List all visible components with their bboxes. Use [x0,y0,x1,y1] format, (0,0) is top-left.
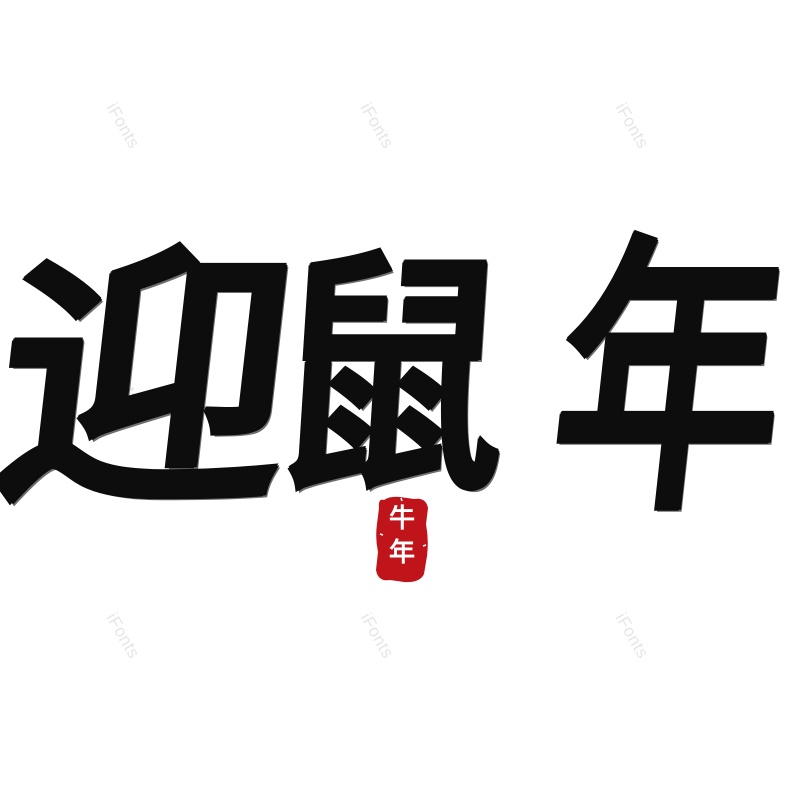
calligraphy-char-ying: 迎 [0,221,309,539]
seal-char: 牛 [388,504,415,534]
seal-shape [376,496,428,583]
calligraphy-char-nian: 年 [538,210,800,550]
red-seal-stamp: 牛 年 [374,494,430,584]
seal-char: 年 [388,538,415,568]
calligraphy-char-shu: 鼠 [262,228,517,527]
